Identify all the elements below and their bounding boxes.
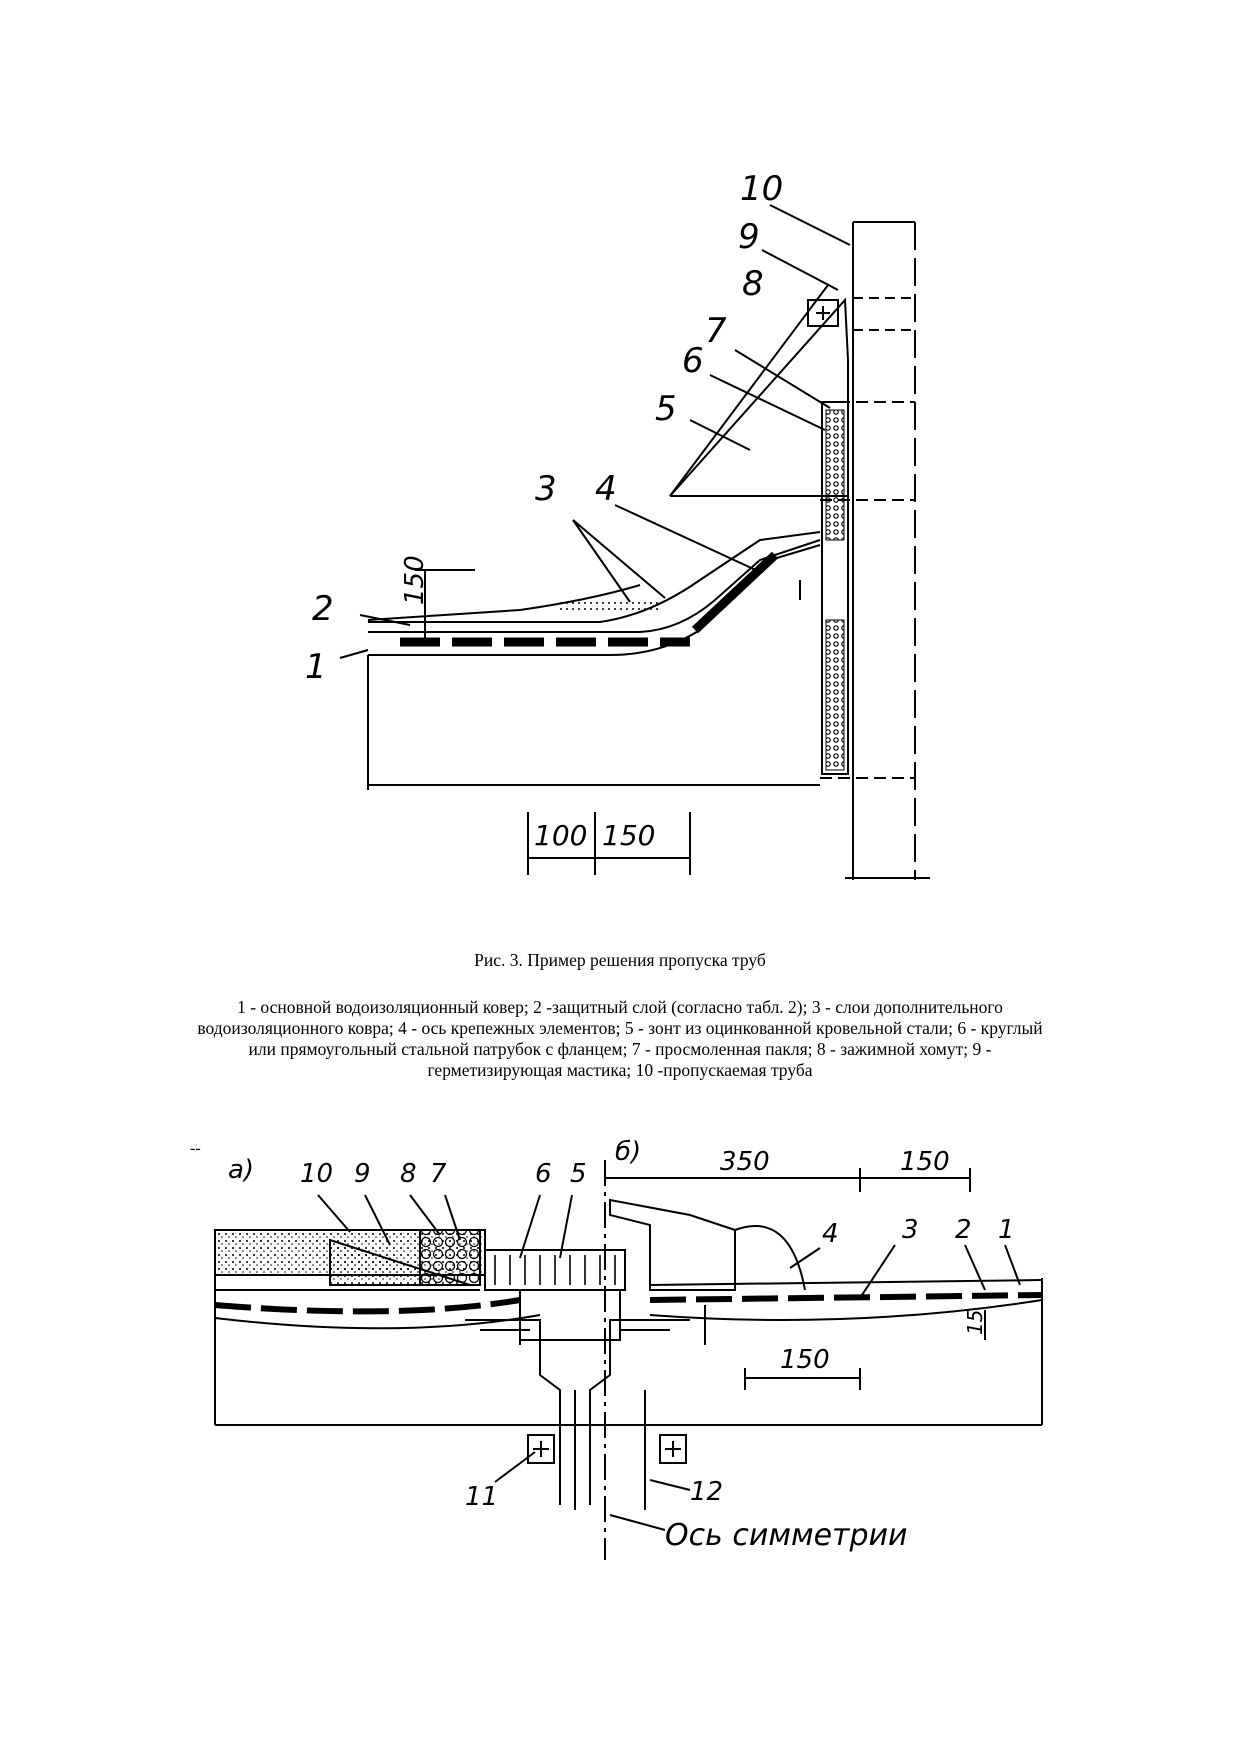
callout-1: 1 [305,647,327,687]
tarred-oakum [825,409,845,541]
callout-8: 8 [742,264,764,304]
figure-caption-title: Рис. 3. Пример решения пропуска труб [474,950,766,970]
callout-11: 11 [465,1482,498,1512]
dim-150-top: 150 [900,1147,950,1177]
sealant-mastic [329,1238,471,1286]
callout-9: 9 [738,217,760,257]
clamp-bolt-right [659,1434,687,1464]
callout-b-4: 4 [822,1219,839,1249]
callout-7: 7 [705,311,727,351]
dim-350: 350 [720,1147,770,1177]
panel-b-label: б) [615,1137,641,1167]
gravel-layer [419,1229,481,1286]
steel-umbrella [669,297,849,497]
clamp-bolt-left [527,1434,555,1464]
drain-cap [609,1198,736,1291]
pipe-penetration-diagram: 10 9 8 7 6 5 3 4 2 1 150 100 150 [305,169,930,880]
callout-12: 12 [690,1477,723,1507]
callout-6: 6 [682,341,704,381]
concrete-screed [214,1229,486,1276]
dim-150-mid: 150 [780,1345,830,1375]
callout-5: 5 [655,389,677,429]
dim-height-150: 150 [400,555,430,605]
dim-offset-100: 100 [534,819,587,852]
drain-grate [484,1249,626,1291]
callout-a-9: 9 [354,1159,371,1189]
clamp [807,299,839,327]
callout-2: 2 [312,589,334,629]
callout-a-5: 5 [570,1159,587,1189]
callout-4: 4 [595,469,617,509]
callout-b-2: 2 [955,1215,972,1245]
dim-15: 15 [963,1310,987,1335]
callout-b-3: 3 [902,1215,919,1245]
callout-3: 3 [535,469,557,509]
panel-a-label: а) [228,1155,254,1185]
symmetry-axis-label: Ось симметрии [665,1518,908,1553]
callout-a-6: 6 [535,1159,552,1189]
callout-b-1: 1 [998,1215,1015,1245]
figure-caption-legend: 1 - основной водоизоляционный ковер; 2 -… [197,997,1043,1080]
flanged-sleeve [821,401,849,775]
separator: -- [190,1140,201,1157]
dim-offset-150: 150 [602,819,655,852]
drain-funnel [519,1290,621,1341]
callout-a-7: 7 [430,1159,447,1189]
callout-a-8: 8 [400,1159,417,1189]
callout-a-10: 10 [300,1159,333,1189]
callout-10: 10 [740,169,783,209]
